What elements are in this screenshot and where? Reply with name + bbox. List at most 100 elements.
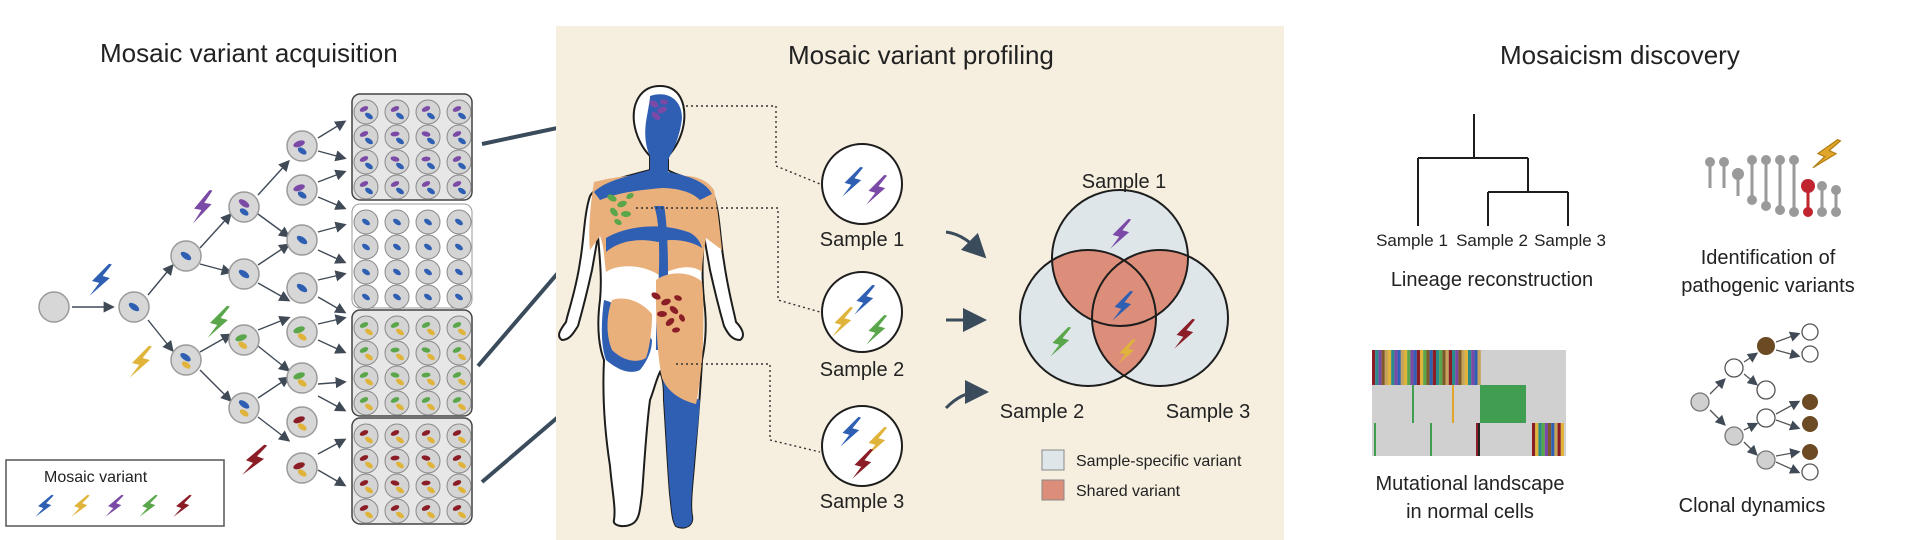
discovery-panel: Mosaicism discovery Sample 1 Sample 2 Sa…	[1372, 40, 1855, 523]
heatmap-cell	[1381, 350, 1385, 385]
tree-leaf-1: Sample 1	[1376, 231, 1448, 250]
tissue-cell	[415, 365, 441, 391]
tissue-cell	[353, 209, 379, 235]
heatmap-cell	[1458, 350, 1462, 385]
heatmap-cell	[1375, 350, 1379, 385]
tissue-cell	[446, 209, 472, 235]
heatmap-cell	[1372, 350, 1376, 385]
heatmap-cell	[1448, 350, 1452, 385]
tissue-cell	[415, 99, 441, 125]
tissue-cell	[415, 498, 441, 524]
landscape-label-line2: in normal cells	[1406, 501, 1534, 523]
tissue-cell	[446, 390, 472, 416]
tissue-cell	[384, 423, 410, 449]
tissue-cell	[384, 149, 410, 175]
tissue-cell	[415, 448, 441, 474]
tissue-cell	[415, 174, 441, 200]
lineage-label: Lineage reconstruction	[1391, 269, 1593, 291]
sample-leaders	[636, 105, 821, 453]
venn-diagram: Sample 1 Sample 2 Sample 3	[1000, 171, 1251, 423]
heatmap-cell	[1452, 350, 1456, 385]
tissue-cell	[353, 340, 379, 366]
heatmap-cell	[1442, 350, 1446, 385]
tissue-cell	[415, 234, 441, 260]
tissue-cell	[384, 448, 410, 474]
tissue-cell	[446, 365, 472, 391]
tissue-cell	[384, 99, 410, 125]
tissue-cell	[353, 259, 379, 285]
sample-circle-1: Sample 1	[820, 143, 905, 251]
tissue-cell	[415, 423, 441, 449]
heatmap-cell	[1468, 350, 1472, 385]
tree-leaf-3: Sample 3	[1534, 231, 1606, 250]
tissue-cell	[415, 340, 441, 366]
pathogenic-label-line1: Identification of	[1701, 247, 1836, 269]
heatmap-cell	[1423, 350, 1427, 385]
heatmap-cell	[1391, 350, 1395, 385]
legend-sample-specific: Sample-specific variant	[1076, 453, 1242, 470]
tissue-cell	[446, 284, 472, 310]
dna-ladder-icon	[1705, 133, 1843, 217]
profiling-panel: Mosaic variant profiling	[556, 26, 1284, 540]
profiling-title: Mosaic variant profiling	[788, 40, 1054, 70]
heatmap-cell	[1535, 423, 1539, 456]
heatmap-cell	[1548, 423, 1552, 456]
heatmap-cell	[1554, 423, 1558, 456]
heatmap-cell	[1557, 423, 1561, 456]
landscape-label-line1: Mutational landscape	[1375, 473, 1564, 495]
heatmap-cell	[1560, 423, 1564, 456]
tissue-cell	[353, 174, 379, 200]
tissue-cell	[384, 365, 410, 391]
clonal-label: Clonal dynamics	[1679, 495, 1826, 517]
tissue-cell	[353, 498, 379, 524]
sample-label-1: Sample 1	[820, 229, 905, 251]
tissue-cell	[415, 390, 441, 416]
tissue-cell	[384, 498, 410, 524]
tissue-cell	[446, 498, 472, 524]
human-body-figure	[558, 84, 744, 529]
tissue-cell	[353, 390, 379, 416]
heatmap-cell	[1471, 350, 1475, 385]
tissue-cell	[384, 340, 410, 366]
clonal-dynamics-tree	[1690, 323, 1819, 481]
tissue-cell	[446, 149, 472, 175]
heatmap-cell	[1461, 350, 1465, 385]
tissue-cell	[353, 124, 379, 150]
heatmap-cell	[1426, 350, 1430, 385]
heatmap-cell	[1394, 350, 1398, 385]
heatmap-cell	[1474, 350, 1478, 385]
tissue-cell	[384, 390, 410, 416]
heatmap-cell	[1400, 350, 1404, 385]
heatmap-cell	[1439, 350, 1443, 385]
heatmap-cell	[1436, 350, 1440, 385]
sample-circle-2: Sample 2	[820, 271, 904, 381]
heatmap-cell	[1455, 350, 1459, 385]
heatmap-cell	[1432, 350, 1436, 385]
tissue-cell	[415, 473, 441, 499]
venn-arrows	[944, 230, 989, 410]
heatmap-cell	[1413, 350, 1417, 385]
heatmap-cell	[1410, 350, 1414, 385]
tissue-cell	[353, 423, 379, 449]
tissue-cell	[384, 124, 410, 150]
heatmap-cell	[1476, 423, 1478, 456]
tissue-cell	[353, 284, 379, 310]
heatmap-cell	[1477, 350, 1481, 385]
heatmap-top-strip	[1372, 350, 1481, 385]
tissue-cell	[415, 259, 441, 285]
tissue-cell	[415, 284, 441, 310]
heatmap-cell	[1532, 423, 1536, 456]
venn-label-1: Sample 1	[1082, 171, 1167, 193]
heatmap-cell	[1388, 350, 1392, 385]
heatmap-cell	[1397, 350, 1401, 385]
tissue-cell	[446, 124, 472, 150]
lineage-tree: Sample 1 Sample 2 Sample 3 Lineage recon…	[1376, 114, 1606, 291]
tissue-cell	[446, 315, 472, 341]
tissue-cell	[384, 315, 410, 341]
heatmap-cell	[1464, 350, 1468, 385]
heatmap-cell	[1478, 423, 1480, 456]
tissue-cell	[446, 340, 472, 366]
tissue-cell	[415, 124, 441, 150]
venn-legend: Sample-specific variant Shared variant	[1041, 449, 1242, 501]
tissue-cell	[353, 99, 379, 125]
